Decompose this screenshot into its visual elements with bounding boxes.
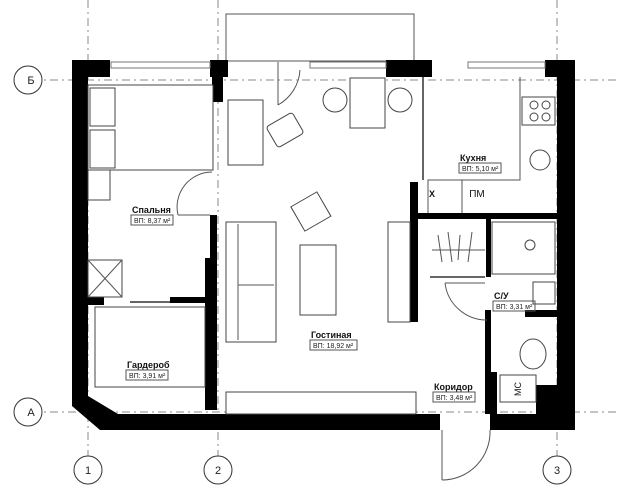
- svg-text:ВП: 3,91 м²: ВП: 3,91 м²: [129, 373, 166, 380]
- wardrobe-cabinet: [94, 306, 206, 388]
- bedroom-door[interactable]: [176, 171, 213, 216]
- armchair: [290, 191, 332, 232]
- riser-box: [499, 374, 537, 403]
- balcony: [225, 13, 415, 62]
- windows: [110, 61, 546, 69]
- axis-marker-1: 1: [73, 455, 103, 485]
- fridge-label: Х: [429, 189, 435, 199]
- room-label-living: Гостиная ВП: 18,92 м²: [309, 330, 358, 351]
- svg-text:Коридор: Коридор: [434, 382, 473, 392]
- sofa: [225, 221, 277, 343]
- drain-icon: [524, 239, 536, 251]
- bathroom-door[interactable]: [444, 282, 488, 321]
- svg-text:А: А: [27, 407, 35, 419]
- dining-table: [322, 77, 413, 129]
- tv-stand: [387, 221, 411, 323]
- stove-icon: [521, 96, 556, 126]
- svg-text:1: 1: [85, 465, 91, 477]
- outer-walls: [72, 60, 575, 430]
- axis-marker-2: 2: [203, 455, 233, 485]
- shower: [491, 221, 556, 275]
- svg-text:2: 2: [215, 465, 221, 477]
- coffee-table: [299, 244, 337, 316]
- closet: [430, 231, 485, 278]
- bed: [87, 84, 214, 171]
- room-label-bedroom: Спальня ВП: 8,37 м²: [130, 205, 174, 226]
- svg-text:С/У: С/У: [494, 291, 509, 301]
- room-label-wardrobe: Гардероб ВП: 3,91 м²: [125, 360, 170, 381]
- axis-marker-b: Б: [13, 65, 43, 95]
- svg-text:Гостиная: Гостиная: [311, 330, 352, 340]
- axis-marker-3: 3: [542, 455, 572, 485]
- svg-text:ВП: 5,10 м²: ВП: 5,10 м²: [462, 166, 499, 173]
- living-cabinet: [225, 391, 417, 415]
- svg-text:Спальня: Спальня: [132, 205, 171, 215]
- dishwasher-label: ПМ: [469, 189, 485, 200]
- desk: [227, 99, 264, 166]
- balcony-door[interactable]: [277, 62, 301, 106]
- sink-icon: [529, 149, 551, 171]
- svg-text:3: 3: [554, 465, 560, 477]
- entrance-door[interactable]: [441, 429, 491, 481]
- svg-text:Кухня: Кухня: [460, 153, 486, 163]
- toilet: [519, 338, 547, 370]
- svg-text:ВП: 3,31 м²: ВП: 3,31 м²: [496, 304, 533, 311]
- office-chair: [266, 112, 304, 148]
- room-label-corridor: Коридор ВП: 3,48 м²: [432, 382, 476, 403]
- room-label-bathroom: С/У ВП: 3,31 м²: [492, 291, 536, 312]
- kitchen-counter: [427, 77, 556, 213]
- svg-text:ВП: 3,48 м²: ВП: 3,48 м²: [436, 395, 473, 402]
- svg-text:ВП: 8,37 м²: ВП: 8,37 м²: [134, 218, 171, 225]
- svg-text:Гардероб: Гардероб: [127, 360, 170, 370]
- axis-marker-a: А: [13, 397, 43, 427]
- nightstand: [87, 169, 111, 201]
- riser-label: МС: [513, 382, 523, 396]
- svg-text:ВП: 18,92 м²: ВП: 18,92 м²: [313, 343, 354, 350]
- svg-text:Б: Б: [27, 75, 34, 87]
- washbasin: [532, 281, 556, 305]
- room-label-kitchen: Кухня ВП: 5,10 м²: [458, 153, 502, 174]
- interior-walls: [88, 60, 557, 415]
- wardrobe-shelf: [87, 259, 123, 298]
